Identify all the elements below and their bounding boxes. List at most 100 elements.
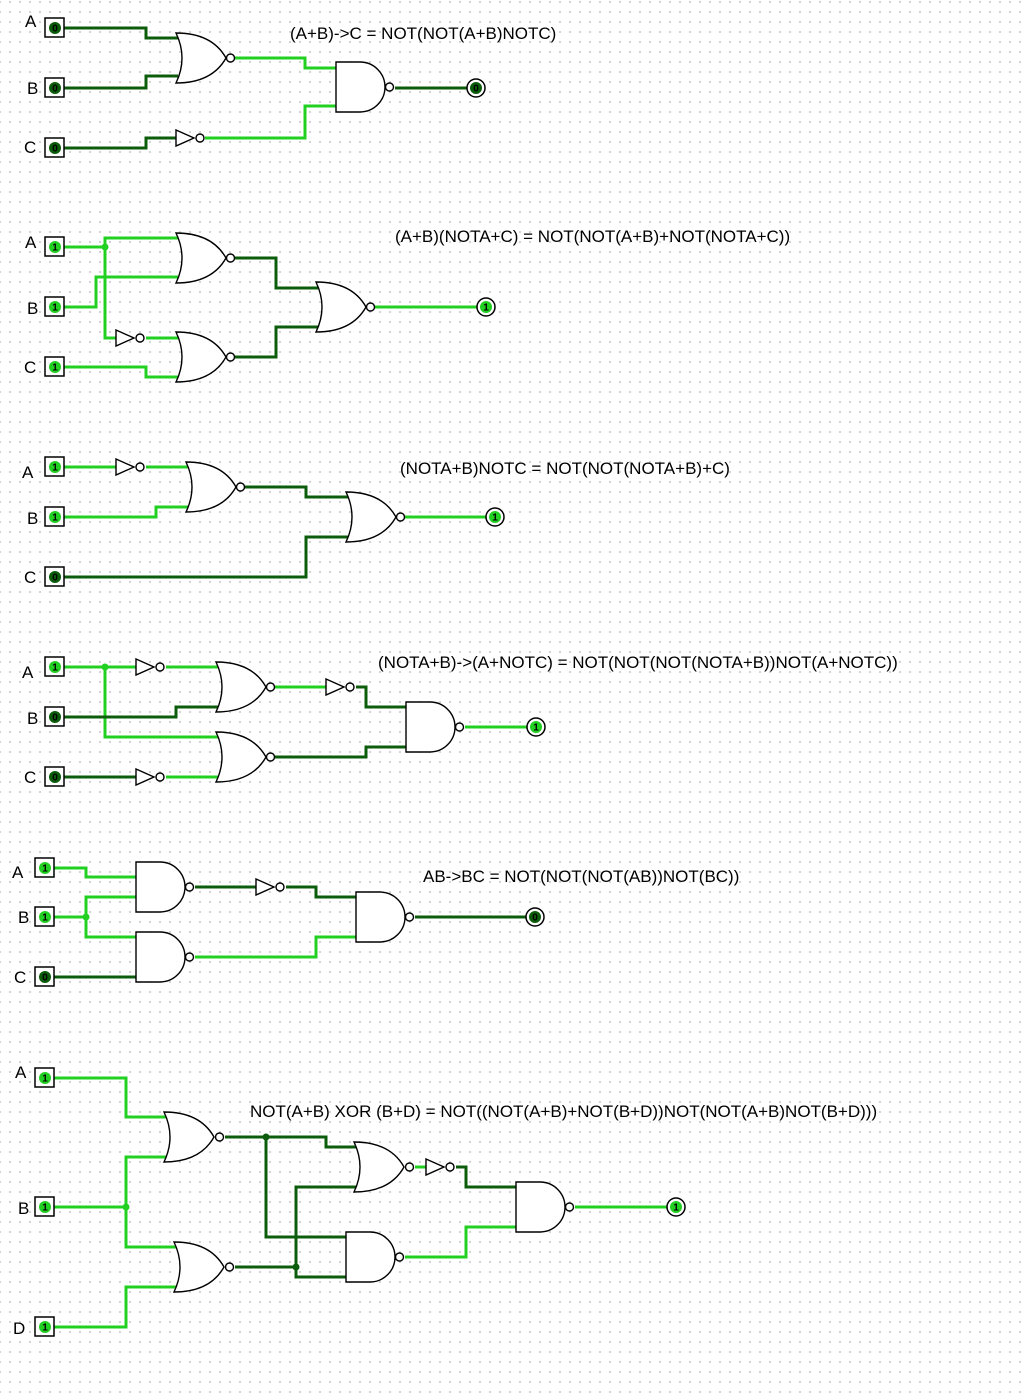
nor-gate-b-d <box>172 1241 235 1293</box>
input-pin-b[interactable]: 1 <box>34 906 55 927</box>
input-value-b: 1 <box>42 1203 48 1214</box>
output-pin: 1 <box>526 717 546 737</box>
output-pin: 1 <box>476 297 496 317</box>
input-pin-c[interactable]: 0 <box>44 137 65 158</box>
input-pin-b[interactable]: 1 <box>44 296 65 317</box>
input-pin-a[interactable]: 1 <box>44 656 65 677</box>
output-value: 1 <box>483 303 489 314</box>
input-pin-a[interactable]: 1 <box>34 857 55 878</box>
wires <box>64 26 468 150</box>
output-value: 0 <box>532 913 538 924</box>
input-value-b: 0 <box>52 84 58 95</box>
input-label-c: C <box>24 138 36 157</box>
or-gate-middle <box>352 1141 415 1193</box>
junction-dot <box>101 663 109 671</box>
input-label-c: C <box>14 968 26 987</box>
circuit-3: (NOTA+B)NOTC = NOT(NOT(NOTA+B)+C) A B C … <box>22 456 730 587</box>
input-pin-d[interactable]: 1 <box>34 1316 55 1337</box>
input-value-a: 1 <box>52 243 58 254</box>
junction-dot <box>292 1263 300 1271</box>
formula: AB->BC = NOT(NOT(NOT(AB))NOT(BC)) <box>423 867 739 886</box>
nand-gate <box>335 61 395 113</box>
wires <box>64 236 478 379</box>
input-value-c: 0 <box>52 144 58 155</box>
junction-dot <box>262 1133 270 1141</box>
input-pin-a[interactable]: 1 <box>44 456 65 477</box>
junction-dot <box>122 1203 130 1211</box>
circuit-1: (A+B)->C = NOT(NOT(A+B)NOTC) A B C 0 0 0… <box>24 12 556 158</box>
nand-gate <box>355 891 415 943</box>
or-gate-lower <box>214 731 276 783</box>
not-gate <box>325 677 355 697</box>
output-pin: 0 <box>466 78 486 98</box>
input-label-c: C <box>24 768 36 787</box>
input-value-a: 1 <box>42 1074 48 1085</box>
input-pin-c[interactable]: 0 <box>44 566 65 587</box>
input-label-b: B <box>27 79 38 98</box>
circuit-4: (NOTA+B)->(A+NOTC) = NOT(NOT(NOT(NOTA+B)… <box>22 653 898 787</box>
input-value-b: 1 <box>52 303 58 314</box>
input-label-b: B <box>27 299 38 318</box>
circuit-5: AB->BC = NOT(NOT(NOT(AB))NOT(BC)) A B C … <box>12 857 739 987</box>
circuit-2: (A+B)(NOTA+C) = NOT(NOT(A+B)+NOT(NOTA+C)… <box>24 227 790 383</box>
input-label-a: A <box>12 863 24 882</box>
input-value-b: 1 <box>42 913 48 924</box>
input-label-b: B <box>27 709 38 728</box>
input-pin-c[interactable]: 1 <box>44 356 65 377</box>
input-label-a: A <box>22 663 34 682</box>
or-gate-a-b <box>174 232 236 284</box>
input-label-b: B <box>27 509 38 528</box>
output-value: 1 <box>673 1203 679 1214</box>
junction-dot <box>101 243 109 251</box>
input-value-a: 1 <box>52 663 58 674</box>
or-gate <box>184 461 246 513</box>
nand-gate <box>405 701 465 753</box>
circuit-6: NOT(A+B) XOR (B+D) = NOT((NOT(A+B)+NOT(B… <box>13 1063 877 1338</box>
input-pin-b[interactable]: 1 <box>34 1196 55 1217</box>
formula: NOT(A+B) XOR (B+D) = NOT((NOT(A+B)+NOT(B… <box>250 1102 877 1121</box>
output-pin: 1 <box>485 507 505 527</box>
not-gate <box>115 457 145 477</box>
input-pin-a[interactable]: 1 <box>34 1067 55 1088</box>
input-label-a: A <box>22 463 34 482</box>
nor-gate <box>174 32 236 84</box>
not-gate <box>255 877 285 897</box>
input-pin-b[interactable]: 0 <box>44 77 65 98</box>
or-gate-nota-c <box>174 331 236 383</box>
nor-gate-output <box>344 491 406 543</box>
input-pin-c[interactable]: 0 <box>44 766 65 787</box>
output-value: 1 <box>492 513 498 524</box>
input-value-b: 0 <box>52 713 58 724</box>
input-value-c: 0 <box>52 773 58 784</box>
input-pin-a[interactable]: 0 <box>44 17 65 38</box>
output-value: 0 <box>473 84 479 95</box>
wires <box>54 1076 668 1329</box>
not-gate <box>135 657 165 677</box>
input-pin-a[interactable]: 1 <box>44 236 65 257</box>
nor-gate-output <box>314 281 376 333</box>
input-label-d: D <box>13 1319 25 1338</box>
input-value-a: 1 <box>42 864 48 875</box>
input-value-c: 0 <box>42 973 48 984</box>
and-gate-b-c <box>135 931 195 983</box>
input-pin-b[interactable]: 1 <box>44 506 65 527</box>
input-label-a: A <box>25 233 37 252</box>
formula: (A+B)(NOTA+C) = NOT(NOT(A+B)+NOT(NOTA+C)… <box>395 227 790 246</box>
input-value-c: 1 <box>52 363 58 374</box>
input-pin-b[interactable]: 0 <box>44 706 65 727</box>
input-label-c: C <box>24 358 36 377</box>
formula: (NOTA+B)NOTC = NOT(NOT(NOTA+B)+C) <box>400 459 730 478</box>
not-gate <box>175 128 205 148</box>
nor-gate-a-b <box>162 1111 225 1163</box>
output-pin: 1 <box>666 1197 686 1217</box>
input-label-a: A <box>15 1063 27 1082</box>
formula: (A+B)->C = NOT(NOT(A+B)NOTC) <box>290 24 556 43</box>
not-gate <box>135 767 165 787</box>
input-value-b: 1 <box>52 513 58 524</box>
input-pin-c[interactable]: 0 <box>34 966 55 987</box>
nand-gate-output <box>515 1181 575 1233</box>
input-label-a: A <box>25 12 37 31</box>
not-gate <box>115 328 145 348</box>
and-gate-middle <box>345 1231 405 1283</box>
